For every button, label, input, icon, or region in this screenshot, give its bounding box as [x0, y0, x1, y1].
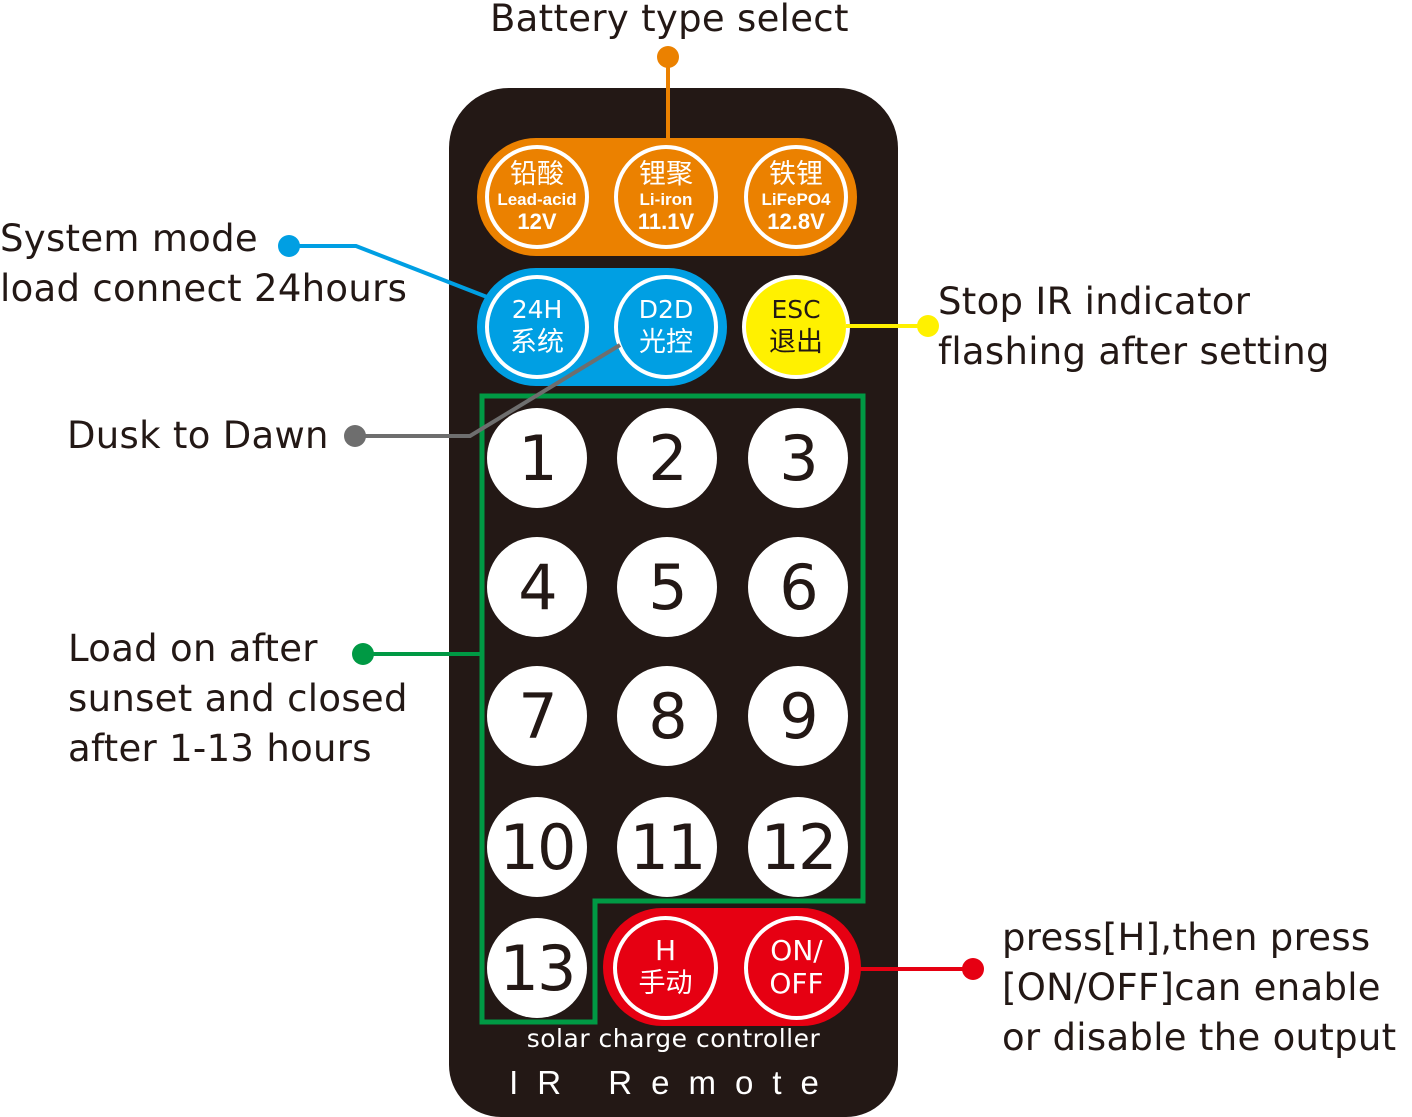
hours-button-1[interactable]: 1	[487, 408, 587, 508]
power-callout-label-2: [ON/OFF]can enable	[1002, 966, 1381, 1009]
battery-voltage-label: 12.8V	[767, 209, 825, 234]
esc-label-cn: 退出	[769, 327, 823, 358]
mode-label-cn: 系统	[510, 327, 564, 358]
power-callout-dot	[962, 958, 984, 980]
hours-button-6[interactable]: 6	[748, 537, 848, 637]
dusk-callout-dot	[344, 425, 366, 447]
hours-callout-label-3: after 1-13 hours	[68, 727, 372, 770]
hours-button-11[interactable]: 11	[617, 797, 717, 897]
system-mode-callout-line	[289, 244, 488, 299]
power-label-top: H	[654, 934, 677, 967]
system-mode-callout-label-2: load connect 24hours	[0, 267, 408, 310]
system-mode-callout-label-1: System mode	[0, 217, 258, 260]
hours-group-outline	[479, 393, 866, 1025]
esc-label-en: ESC	[771, 295, 821, 324]
hours-callout-dot	[352, 643, 374, 665]
on-off-button[interactable]: ON/ OFF	[744, 916, 849, 1020]
power-callout-label-1: press[H],then press	[1002, 916, 1371, 959]
power-label-top: ON/	[770, 934, 823, 967]
hours-button-9[interactable]: 9	[748, 666, 848, 766]
battery-li-iron-button[interactable]: 锂聚 Li-iron 11.1V	[614, 145, 718, 249]
power-label-bottom: OFF	[769, 967, 824, 1000]
battery-cn-label: 锂聚	[639, 159, 693, 190]
remote-subtitle: solar charge controller	[526, 1024, 821, 1053]
manual-h-button[interactable]: H 手动	[613, 916, 718, 1020]
battery-cn-label: 铅酸	[510, 159, 564, 190]
system-mode-callout-dot	[278, 235, 300, 257]
esc-callout-dot	[917, 315, 939, 337]
hours-callout-label-1: Load on after	[68, 627, 318, 670]
dusk-callout-line	[355, 343, 622, 438]
power-callout-label-3: or disable the output	[1002, 1016, 1397, 1059]
hours-button-7[interactable]: 7	[487, 666, 587, 766]
battery-callout-label: Battery type select	[490, 0, 849, 40]
mode-label-en: D2D	[638, 295, 694, 324]
esc-button[interactable]: ESC 退出	[742, 275, 850, 379]
power-label-bottom: 手动	[638, 968, 693, 999]
mode-d2d-button[interactable]: D2D 光控	[614, 275, 718, 379]
battery-lead-acid-button[interactable]: 铅酸 Lead-acid 12V	[485, 145, 589, 249]
hours-button-12[interactable]: 12	[748, 797, 848, 897]
hours-callout-label-2: sunset and closed	[68, 677, 408, 720]
battery-en-label: Li-iron	[639, 190, 693, 209]
battery-voltage-label: 11.1V	[637, 209, 695, 234]
battery-cn-label: 铁锂	[769, 159, 823, 190]
battery-callout-dot	[657, 46, 679, 68]
hours-button-2[interactable]: 2	[617, 408, 717, 508]
hours-button-3[interactable]: 3	[748, 408, 848, 508]
battery-en-label: Lead-acid	[497, 190, 577, 209]
mode-label-cn: 光控	[639, 327, 693, 358]
hours-button-5[interactable]: 5	[617, 537, 717, 637]
hours-button-13[interactable]: 13	[487, 918, 587, 1018]
remote-title: IR Remote	[509, 1064, 838, 1101]
mode-24h-button[interactable]: 24H 系统	[485, 275, 589, 379]
hours-button-4[interactable]: 4	[487, 537, 587, 637]
esc-callout-label-2: flashing after setting	[938, 330, 1330, 373]
battery-en-label: LiFePO4	[761, 190, 831, 209]
dusk-callout-label: Dusk to Dawn	[67, 414, 329, 457]
esc-callout-label-1: Stop IR indicator	[938, 280, 1251, 323]
battery-lifepo4-button[interactable]: 铁锂 LiFePO4 12.8V	[744, 145, 848, 249]
hours-button-10[interactable]: 10	[487, 797, 587, 897]
hours-button-8[interactable]: 8	[617, 666, 717, 766]
battery-voltage-label: 12V	[517, 209, 557, 234]
mode-label-en: 24H	[511, 295, 563, 324]
